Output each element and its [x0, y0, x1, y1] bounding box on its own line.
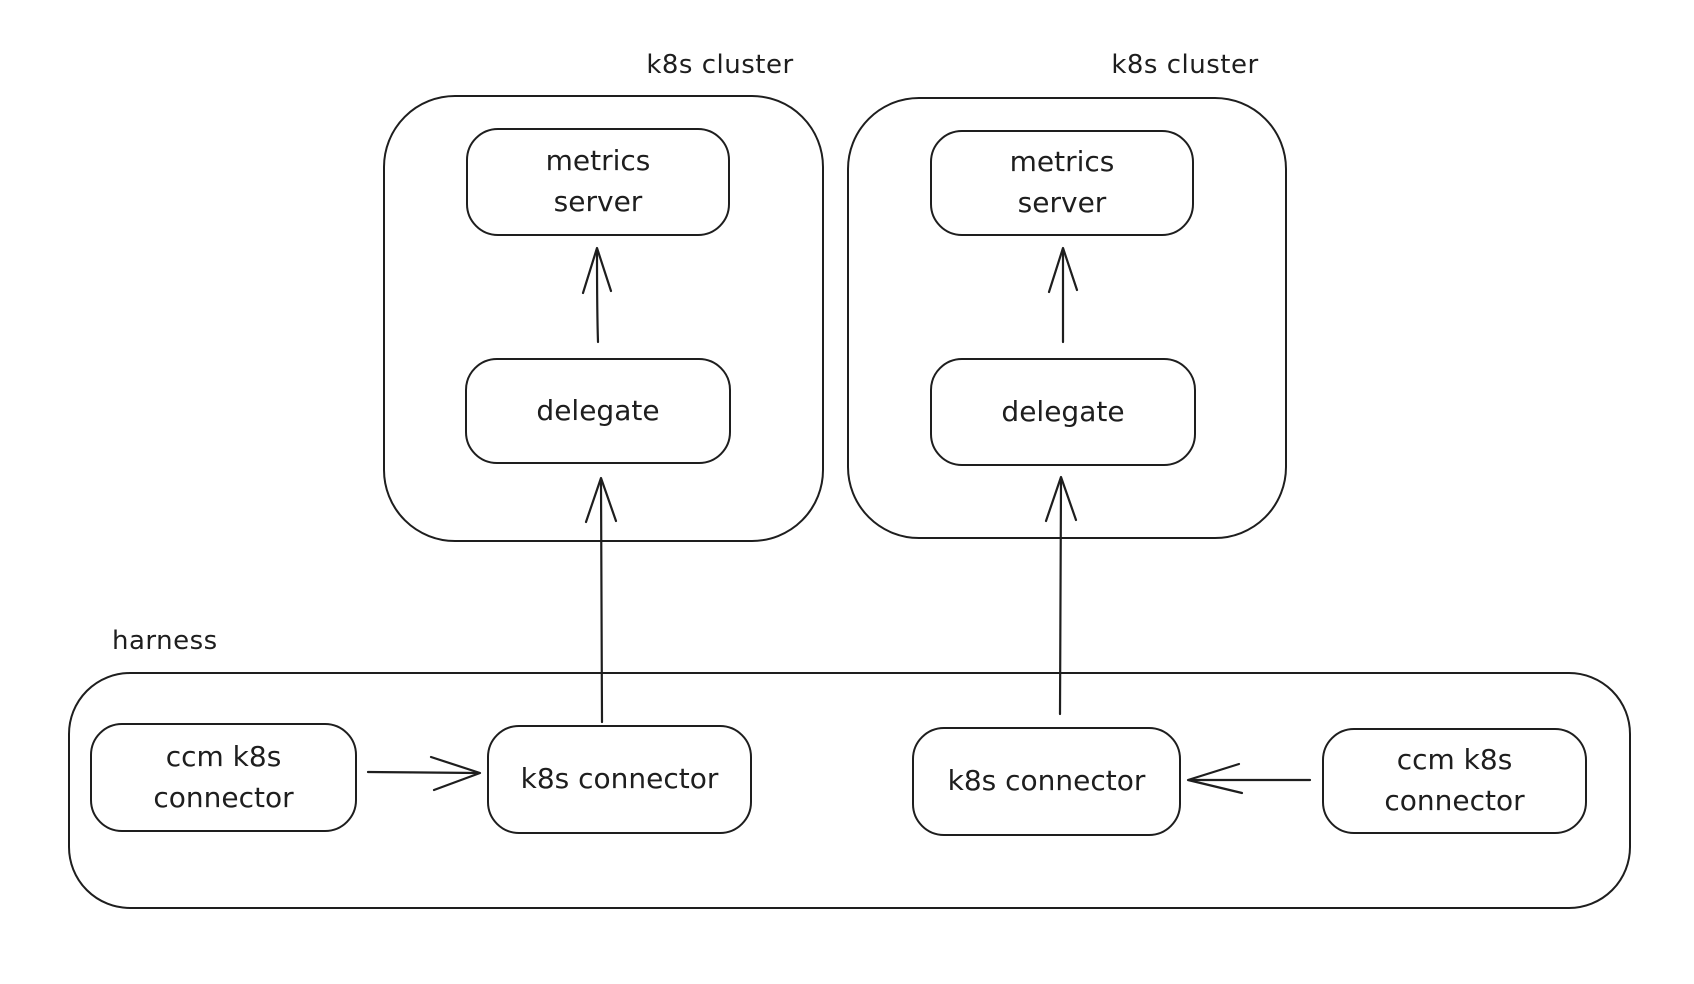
- node-k8s-connector-left-label: k8s connector: [520, 762, 719, 796]
- node-metrics-server-right: metrics server: [930, 130, 1194, 236]
- node-delegate-right: delegate: [930, 358, 1196, 466]
- node-k8s-connector-left: k8s connector: [487, 725, 752, 834]
- harness-label: harness: [112, 626, 218, 656]
- node-k8s-connector-right-label: k8s connector: [947, 764, 1146, 798]
- node-delegate-left: delegate: [465, 358, 731, 464]
- node-ccm-k8s-connector-right-label: ccm k8s connector: [1384, 743, 1525, 817]
- cluster-label-right: k8s cluster: [1111, 50, 1259, 80]
- node-delegate-left-label: delegate: [536, 393, 660, 427]
- harness-box: [68, 672, 1631, 909]
- cluster-label-left: k8s cluster: [646, 50, 794, 80]
- cluster-box-left: [383, 95, 824, 542]
- cluster-box-right: [847, 97, 1287, 539]
- node-metrics-server-right-label: metrics server: [1009, 145, 1115, 219]
- node-ccm-k8s-connector-right: ccm k8s connector: [1322, 728, 1587, 834]
- node-metrics-server-left-label: metrics server: [545, 144, 651, 218]
- node-metrics-server-left: metrics server: [466, 128, 730, 236]
- node-delegate-right-label: delegate: [1001, 394, 1125, 428]
- node-k8s-connector-right: k8s connector: [912, 727, 1181, 836]
- node-ccm-k8s-connector-left-label: ccm k8s connector: [153, 739, 294, 814]
- node-ccm-k8s-connector-left: ccm k8s connector: [90, 723, 357, 832]
